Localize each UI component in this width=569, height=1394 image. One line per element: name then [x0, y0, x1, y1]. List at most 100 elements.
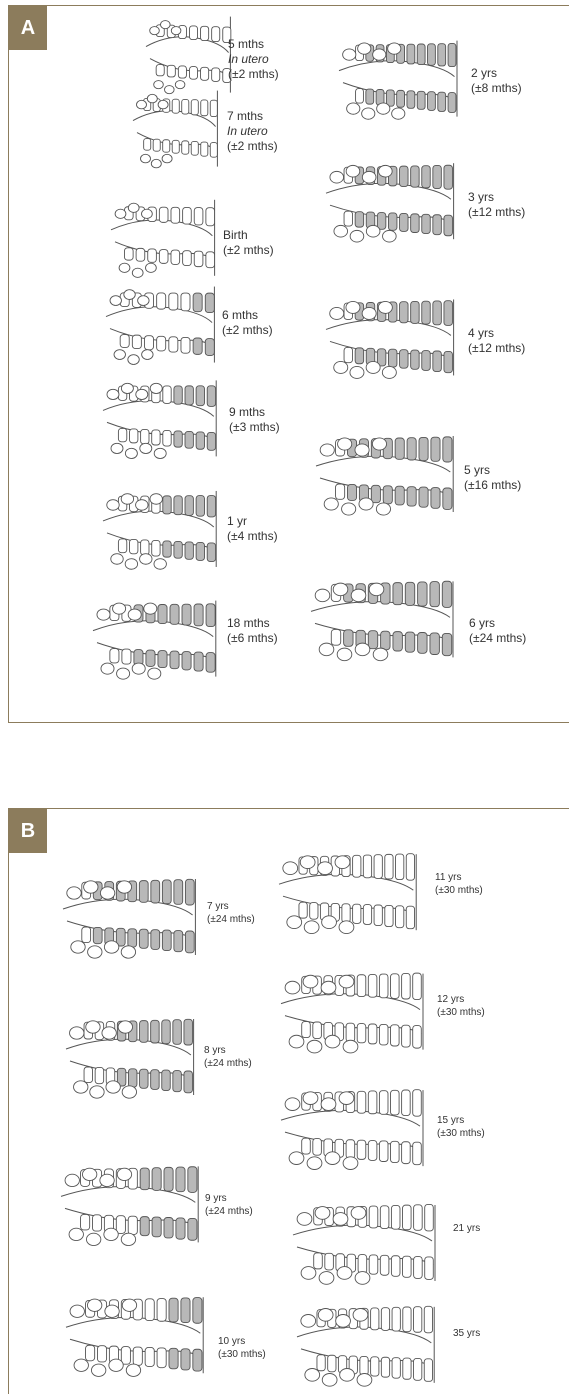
lower-tooth — [360, 1356, 368, 1375]
tooth-bud — [373, 49, 386, 60]
stage-label: 2 yrs(±8 mths) — [471, 66, 522, 96]
stage-label: 21 yrs — [453, 1222, 480, 1235]
tooth-bud — [319, 1272, 334, 1285]
tooth-bud — [100, 887, 114, 899]
tooth-bud — [330, 171, 344, 183]
upper-tooth — [381, 1308, 389, 1331]
lower-tooth — [433, 215, 441, 235]
lower-tooth — [157, 1348, 166, 1368]
upper-tooth — [191, 100, 198, 115]
upper-tooth — [368, 974, 377, 997]
tooth-bud — [307, 1157, 322, 1170]
lower-tooth — [124, 248, 133, 260]
upper-tooth — [379, 1091, 388, 1115]
tooth-bud — [355, 444, 369, 456]
tooth-bud — [110, 296, 121, 306]
stage-6-mths: 6 mths(±2 mths) — [104, 286, 324, 366]
tooth-bud — [346, 301, 360, 313]
tooth-bud — [357, 1373, 372, 1386]
lower-tooth — [418, 633, 427, 654]
lower-tooth — [310, 903, 318, 920]
tooth-bud — [132, 268, 143, 277]
lower-tooth — [425, 1257, 434, 1280]
stage-label: 3 yrs(±12 mths) — [468, 190, 525, 220]
upper-tooth — [157, 293, 166, 309]
lower-tooth — [196, 542, 204, 560]
lower-tooth — [353, 904, 361, 923]
lower-tooth — [144, 139, 151, 151]
upper-tooth — [212, 27, 220, 42]
tooth-bud — [119, 263, 130, 272]
tooth-bud — [140, 443, 152, 453]
lower-tooth — [314, 1253, 323, 1269]
tooth-bud — [122, 1086, 136, 1098]
tooth-bud — [117, 1168, 131, 1180]
tooth-bud — [336, 1314, 351, 1327]
tooth-bud — [125, 448, 137, 458]
jaw-diagram — [291, 1194, 441, 1292]
upper-tooth — [158, 605, 167, 624]
tooth-bud — [104, 1228, 118, 1240]
lower-tooth — [140, 1217, 149, 1236]
upper-tooth — [169, 1298, 178, 1322]
lower-tooth — [407, 487, 416, 506]
tooth-bud — [90, 1086, 104, 1098]
upper-tooth — [171, 207, 180, 223]
jaw-diagram — [279, 1074, 429, 1182]
upper-tooth — [183, 207, 192, 224]
stage-6-yrs: 6 yrs(±24 mths) — [309, 546, 564, 696]
panel-b: B 7 yrs(±24 mths) 8 yrs(±24 mths) 9 yrs(… — [8, 808, 569, 1394]
tooth-bud — [355, 643, 370, 656]
lower-tooth — [368, 631, 377, 649]
tooth-bud — [339, 975, 354, 988]
lower-tooth — [139, 929, 148, 948]
upper-tooth — [201, 100, 208, 116]
lower-tooth — [366, 89, 374, 104]
stage-3-yrs: 3 yrs(±12 mths) — [324, 146, 564, 261]
lower-tooth — [355, 212, 363, 227]
panel-a-badge: A — [9, 6, 47, 50]
upper-tooth — [438, 44, 446, 66]
lower-tooth — [212, 68, 220, 81]
tooth-bud — [144, 603, 157, 614]
tooth-bud — [315, 589, 330, 602]
lower-tooth — [406, 906, 414, 929]
upper-tooth — [162, 880, 171, 904]
upper-tooth — [207, 386, 215, 407]
tooth-bud — [297, 1213, 312, 1226]
upper-tooth — [184, 1019, 192, 1045]
upper-jaw-outline — [326, 183, 451, 199]
tooth-bud — [151, 159, 161, 168]
lower-tooth — [433, 351, 441, 372]
upper-tooth — [162, 1020, 170, 1044]
jaw-diagram — [324, 276, 459, 398]
lower-tooth — [400, 350, 408, 369]
lower-tooth — [157, 336, 166, 351]
tooth-bud — [65, 1174, 79, 1186]
tooth-bud — [321, 1098, 336, 1111]
upper-tooth — [206, 604, 215, 627]
lower-tooth — [393, 632, 402, 651]
tooth-bud — [287, 916, 302, 929]
upper-jaw-outline — [66, 1039, 191, 1055]
stage-label: 4 yrs(±12 mths) — [468, 326, 525, 356]
tooth-bud — [137, 100, 147, 109]
tooth-bud — [113, 603, 126, 614]
tooth-bud — [330, 307, 344, 319]
upper-tooth — [363, 855, 371, 878]
upper-jaw-outline — [326, 320, 451, 336]
tooth-bud — [88, 946, 102, 958]
jaw-diagram — [277, 837, 422, 947]
lower-tooth — [371, 1357, 379, 1376]
upper-tooth — [174, 386, 182, 404]
upper-tooth — [400, 302, 408, 323]
lower-tooth — [172, 140, 179, 153]
upper-jaw-outline — [339, 61, 455, 77]
upper-tooth — [395, 438, 404, 459]
stage-8-yrs: 8 yrs(±24 mths) — [64, 994, 284, 1124]
tooth-bud — [165, 86, 175, 94]
upper-tooth — [164, 1167, 173, 1191]
upper-tooth — [411, 301, 419, 323]
lower-tooth — [196, 432, 204, 449]
tooth-bud — [307, 1040, 322, 1053]
